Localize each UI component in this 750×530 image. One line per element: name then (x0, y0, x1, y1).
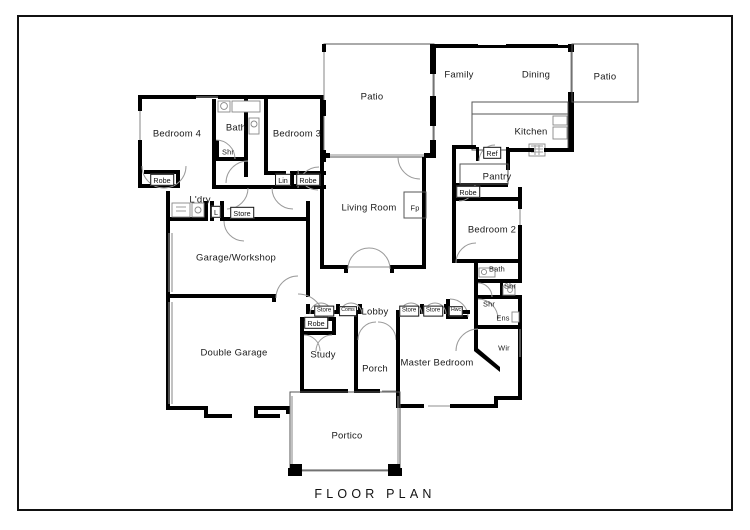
room-label-family: Family (444, 69, 474, 81)
patio-left-outline (322, 43, 436, 162)
room-label-garage-workshop: Garage/Workshop (196, 252, 276, 264)
room-label-bath: Bath (225, 122, 247, 134)
living-room-walls (320, 156, 427, 273)
room-label-bedroom4: Bedroom 4 (152, 128, 202, 140)
room-label-fp: Fp (410, 203, 420, 213)
cupboard-label-store-ldry: Store (230, 206, 254, 220)
cupboard-label-robe-bed4: Robe (150, 173, 174, 187)
page-title: FLOOR PLAN (314, 487, 436, 501)
room-label-living-room: Living Room (341, 202, 397, 214)
room-label-study: Study (310, 349, 336, 361)
portico-outline (288, 391, 402, 476)
room-label-shr-1: Shr (503, 281, 517, 291)
cupboard-label-ref: Ref (483, 146, 501, 160)
garage-walls (166, 191, 325, 418)
cupboard-label-coms-study: Coms (339, 306, 357, 316)
cupboard-label-store-lobby-1: Store (399, 305, 419, 317)
cupboard-label-robe-study: Robe (304, 316, 328, 330)
living-wing-walls (430, 43, 639, 380)
cupboard-label-lin: Lin (275, 173, 291, 187)
sheet-border (17, 15, 733, 511)
room-label-patio-right: Patio (593, 71, 617, 83)
cupboard-label-robe-bed3: Robe (296, 173, 320, 187)
room-label-wir: Wir (498, 343, 510, 353)
room-label-shr-2: Shr (482, 299, 496, 309)
room-label-shr-bath: Shr (221, 147, 235, 157)
cupboard-label-store-lobby-2: Store (423, 305, 443, 317)
room-label-double-garage: Double Garage (200, 347, 268, 359)
cupboard-label-robe-bed2: Robe (456, 185, 480, 199)
cupboard-label-hwc: Hwc (448, 306, 464, 316)
room-label-ldry: L'dry (189, 194, 211, 206)
room-label-bedroom2: Bedroom 2 (467, 224, 517, 236)
room-label-bedroom3: Bedroom 3 (272, 128, 322, 140)
room-label-lobby: Lobby (361, 306, 389, 318)
room-label-porch: Porch (362, 363, 388, 375)
cupboard-label-l-ldry: L (210, 205, 222, 219)
room-label-ens: Ens (496, 313, 510, 323)
cupboard-label-store-study: Store (314, 305, 334, 317)
room-label-pantry: Pantry (482, 171, 512, 183)
room-label-patio-left: Patio (360, 91, 384, 103)
room-label-dining: Dining (521, 69, 551, 81)
room-label-bath-ens: Bath (488, 264, 506, 274)
room-label-master-bedroom: Master Bedroom (400, 357, 474, 369)
room-label-kitchen: Kitchen (514, 126, 548, 138)
room-label-portico: Portico (331, 430, 363, 442)
